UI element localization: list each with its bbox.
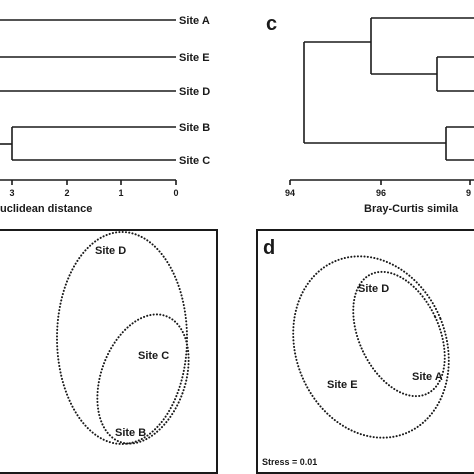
- x-tick-label-1: 1: [118, 188, 123, 198]
- x-tick-label-3: 3: [9, 188, 14, 198]
- panel-letter-d: d: [263, 237, 275, 259]
- panel-letter-c: c: [266, 13, 277, 35]
- leaf-label-site-d: Site D: [179, 86, 210, 98]
- leaf-label-site-a: Site A: [179, 15, 210, 27]
- x-tick-label-2: 2: [64, 188, 69, 198]
- panel-d-frame: [256, 229, 474, 474]
- x-tick-label-partial: 9: [466, 188, 471, 198]
- panel-a-dendrogram: Site A Site E Site D Site B Site C 3 2 1…: [0, 15, 210, 215]
- leaf-label-site-c: Site C: [179, 155, 210, 167]
- label-site-b: Site B: [115, 427, 146, 439]
- x-tick-label-94: 94: [285, 188, 295, 198]
- ellipse-outer: [292, 255, 450, 439]
- stress-value: Stress = 0.01: [262, 457, 317, 467]
- ellipse-inner: [96, 313, 190, 445]
- panel-c-dendrogram: c 94 96 9 Bray-Curtis simila: [266, 13, 474, 215]
- label-site-d: Site D: [358, 283, 389, 295]
- leaf-label-site-b: Site B: [179, 122, 210, 134]
- x-tick-label-96: 96: [376, 188, 386, 198]
- x-axis-title: uclidean distance: [0, 203, 92, 215]
- ellipse-outer: [56, 231, 188, 445]
- panel-b-frame: [0, 229, 218, 474]
- leaf-label-site-e: Site E: [179, 52, 210, 64]
- panel-b-ordination: Site D Site C Site B: [0, 229, 218, 474]
- ellipse-inner: [352, 270, 446, 398]
- panel-d-ordination: d Site D Site E Site A Stress = 0.01: [256, 229, 474, 474]
- label-site-a: Site A: [412, 371, 443, 383]
- x-tick-label-0: 0: [173, 188, 178, 198]
- label-site-e: Site E: [327, 379, 358, 391]
- label-site-d: Site D: [95, 245, 126, 257]
- label-site-c: Site C: [138, 350, 169, 362]
- x-axis-title: Bray-Curtis simila: [364, 203, 459, 215]
